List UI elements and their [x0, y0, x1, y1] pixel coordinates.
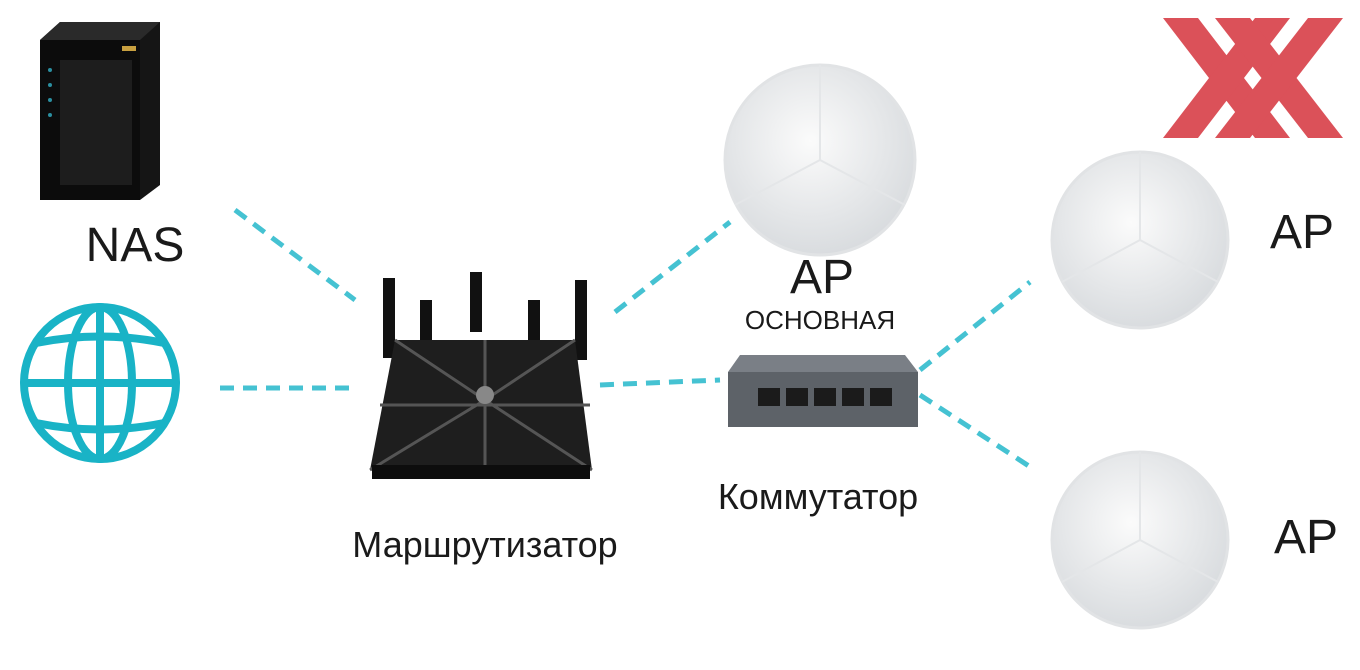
link-nas-router — [233, 208, 357, 302]
ap-top-label: AP — [1269, 206, 1335, 259]
router-label: Маршрутизатор — [352, 524, 618, 565]
link-router-ap-main — [613, 220, 732, 314]
ap-main-label: AP — [789, 251, 855, 304]
router-icon — [369, 272, 593, 479]
access-point-icon-top — [1050, 150, 1230, 330]
link-router-switch — [599, 377, 721, 388]
access-point-icon-bottom — [1050, 450, 1230, 630]
ap-bottom-label: AP — [1273, 511, 1339, 564]
switch-label: Коммутатор — [717, 476, 919, 517]
access-point-icon-main — [723, 63, 917, 257]
link-switch-ap-bottom — [918, 392, 1037, 473]
connection-lines — [220, 208, 1037, 473]
globe-icon — [20, 303, 180, 463]
switch-icon — [728, 355, 918, 427]
brand-logo — [1163, 18, 1343, 138]
link-switch-ap-top — [918, 280, 1032, 372]
nas-label: NAS — [85, 219, 185, 272]
nas-icon — [40, 22, 160, 200]
ap-main-sublabel: ОСНОВНАЯ — [744, 305, 896, 335]
